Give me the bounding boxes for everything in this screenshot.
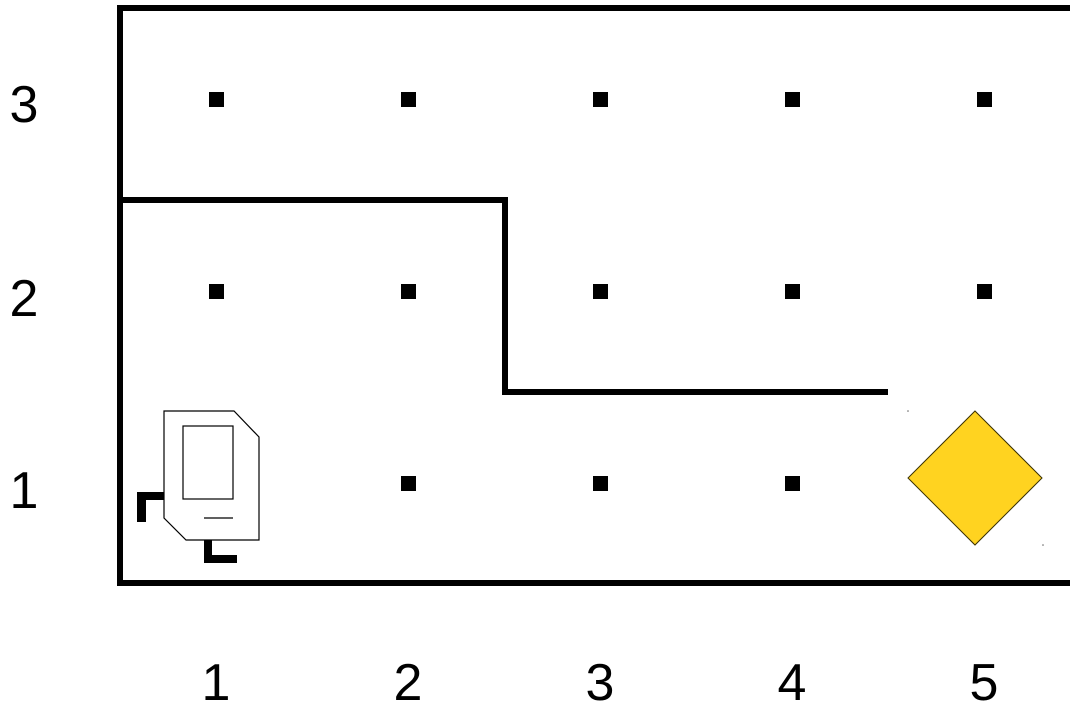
robot	[137, 411, 259, 563]
corner-dots	[209, 92, 992, 491]
robot-left-foot	[137, 492, 164, 522]
corner-dot	[977, 92, 992, 107]
corner-dot	[593, 284, 608, 299]
corner-dot	[401, 284, 416, 299]
column-label-2: 2	[394, 654, 423, 707]
corner-dot	[401, 476, 416, 491]
corner-dot	[209, 92, 224, 107]
corner-dot	[977, 284, 992, 299]
interior-walls	[120, 197, 888, 395]
corner-dot	[593, 92, 608, 107]
corner-dot	[785, 476, 800, 491]
corner-dot	[401, 92, 416, 107]
column-label-1: 1	[202, 654, 231, 707]
column-label-4: 4	[778, 654, 807, 707]
row-label-2: 2	[10, 270, 39, 328]
corner-dot	[785, 284, 800, 299]
beeper-speck	[907, 410, 909, 412]
corner-dot	[209, 284, 224, 299]
beeper-speck	[1042, 544, 1044, 546]
robot-icon	[137, 411, 259, 563]
robot-bottom-foot	[204, 540, 237, 563]
beeper	[907, 410, 1044, 546]
column-label-5: 5	[970, 654, 999, 707]
row-label-3: 3	[10, 76, 39, 134]
diamond-icon	[908, 411, 1042, 545]
corner-dot	[785, 92, 800, 107]
robot-screen	[183, 426, 233, 499]
column-label-3: 3	[586, 654, 615, 707]
row-label-1: 1	[10, 462, 39, 520]
corner-dot	[593, 476, 608, 491]
